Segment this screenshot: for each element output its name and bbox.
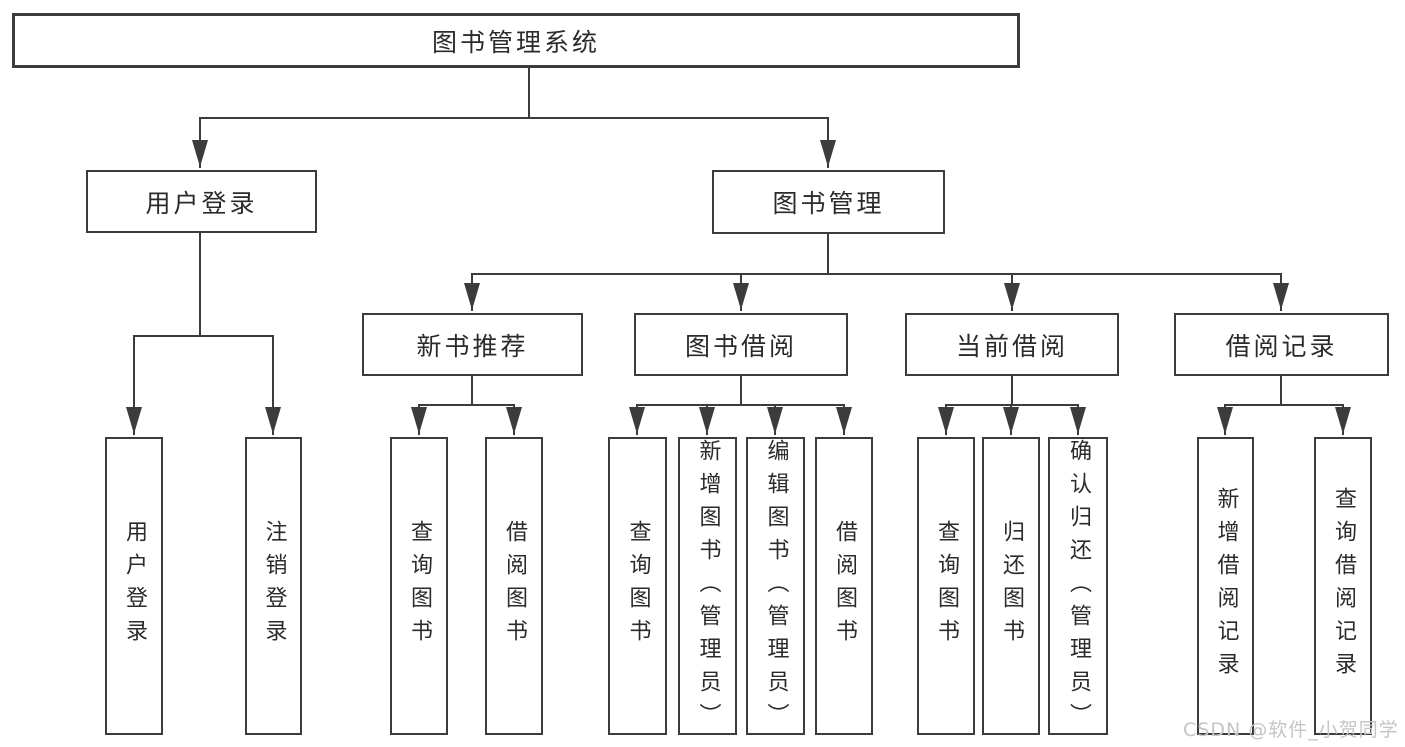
leaf-borrow-books-recommend: 借阅图书 xyxy=(485,437,543,735)
node-root-system-label: 图书管理系统 xyxy=(431,27,600,57)
leaf-confirm-return-admin-label: 确认归还（管理员） xyxy=(1066,439,1091,736)
leaf-user-login-label: 用户登录 xyxy=(122,520,147,652)
leaf-user-login: 用户登录 xyxy=(105,437,163,735)
node-book-borrow-label: 图书借阅 xyxy=(684,331,797,361)
node-borrow-records-label: 借阅记录 xyxy=(1225,331,1338,361)
leaf-borrow-books: 借阅图书 xyxy=(815,437,873,735)
leaf-logout-label: 注销登录 xyxy=(261,520,287,652)
leaf-edit-books-admin: 编辑图书（管理员） xyxy=(746,437,805,736)
leaf-query-books-recommend: 查询图书 xyxy=(390,437,448,735)
leaf-borrow-books-label: 借阅图书 xyxy=(832,520,857,652)
leaf-query-books-current: 查询图书 xyxy=(917,437,975,735)
node-new-book-recommend: 新书推荐 xyxy=(362,313,583,376)
node-book-management-label: 图书管理 xyxy=(772,189,885,218)
leaf-return-books: 归还图书 xyxy=(982,437,1040,735)
node-book-borrow: 图书借阅 xyxy=(634,313,848,376)
leaf-query-books-borrow-label: 查询图书 xyxy=(625,520,651,652)
leaf-query-books-borrow: 查询图书 xyxy=(608,437,667,735)
leaf-query-books-recommend-label: 查询图书 xyxy=(407,520,432,652)
leaf-query-books-current-label: 查询图书 xyxy=(934,520,959,652)
csdn-watermark: CSDN @软件_小贺同学 xyxy=(1183,719,1399,741)
leaf-logout: 注销登录 xyxy=(245,437,302,735)
leaf-query-borrow-record-label: 查询借阅记录 xyxy=(1331,487,1356,685)
leaf-query-borrow-record: 查询借阅记录 xyxy=(1314,437,1372,735)
node-user-login: 用户登录 xyxy=(86,170,317,233)
leaf-edit-books-admin-label: 编辑图书（管理员） xyxy=(763,439,789,736)
node-root-system: 图书管理系统 xyxy=(12,13,1020,68)
node-user-login-label: 用户登录 xyxy=(145,188,258,218)
leaf-borrow-books-recommend-label: 借阅图书 xyxy=(502,520,527,652)
leaf-return-books-label: 归还图书 xyxy=(999,520,1024,652)
node-current-borrow-label: 当前借阅 xyxy=(955,331,1068,361)
leaf-add-borrow-record-label: 新增借阅记录 xyxy=(1213,487,1239,685)
leaf-add-borrow-record: 新增借阅记录 xyxy=(1197,437,1254,735)
node-book-management: 图书管理 xyxy=(712,170,945,234)
leaf-confirm-return-admin: 确认归还（管理员） xyxy=(1048,437,1108,736)
node-new-book-recommend-label: 新书推荐 xyxy=(416,331,529,361)
node-current-borrow: 当前借阅 xyxy=(905,313,1119,376)
leaf-add-books-admin: 新增图书（管理员） xyxy=(678,437,737,736)
leaf-add-books-admin-label: 新增图书（管理员） xyxy=(695,439,721,736)
node-borrow-records: 借阅记录 xyxy=(1174,313,1389,376)
